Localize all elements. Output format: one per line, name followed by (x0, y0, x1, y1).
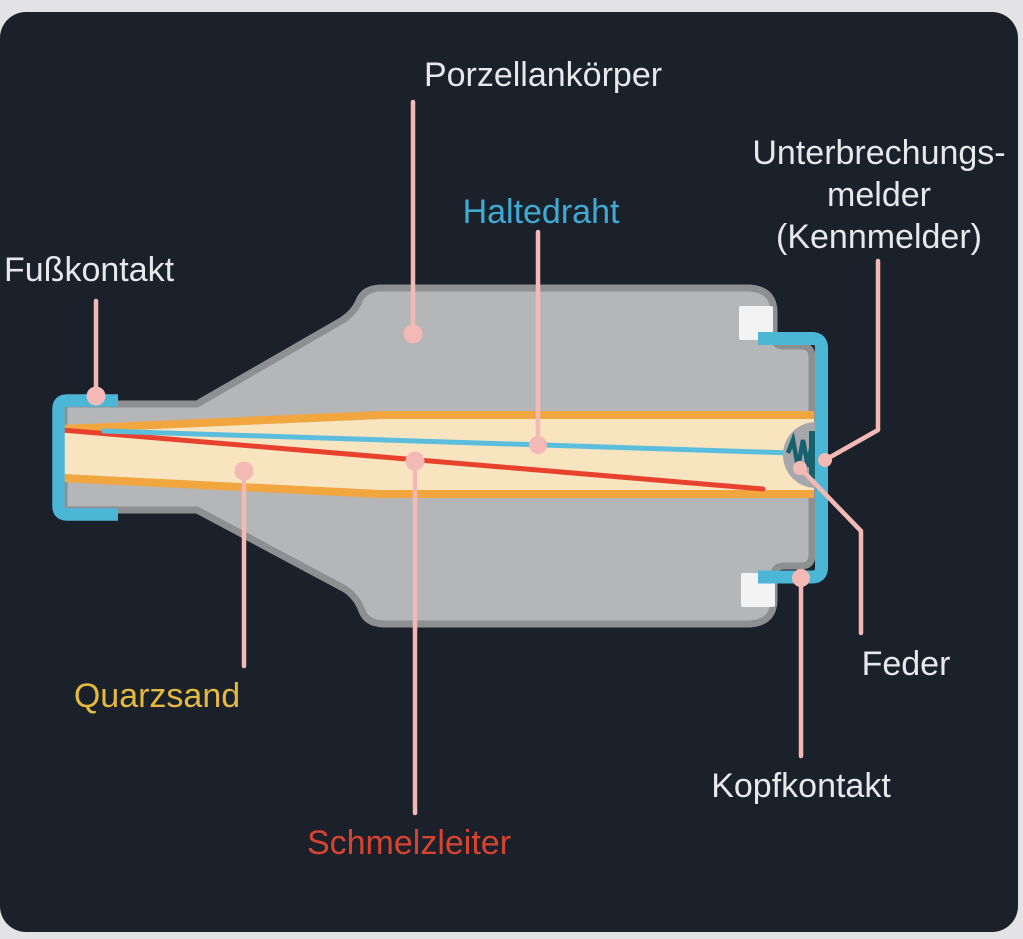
dot-unterbrechungsmelder (818, 453, 832, 467)
dot-porzellankoerper (403, 324, 423, 344)
head-notch-top (739, 306, 773, 340)
leader-feder (797, 465, 864, 636)
label-porzellankoerper: Porzellankörper (423, 56, 663, 94)
dot-quarzsand (234, 461, 254, 481)
leader-lines (93, 99, 881, 816)
label-unterbrechungsmelder-line1: Unterbrechungs- (752, 134, 1006, 172)
holding-wire (101, 428, 795, 456)
dot-schmelzleiter (405, 451, 425, 471)
label-kopfkontakt: Kopfkontakt (711, 767, 891, 805)
label-unterbrechungsmelder: Unterbrechungs- melder (Kennmelder) (752, 132, 1005, 258)
dot-haltedraht (529, 436, 547, 454)
dot-feder (793, 461, 807, 475)
sand-border-bottom (61, 474, 814, 498)
label-quarzsand: Quarzsand (73, 677, 241, 715)
leader-unterbrechungsmelder (822, 258, 881, 463)
label-feder: Feder (861, 645, 951, 683)
label-schmelzleiter: Schmelzleiter (306, 824, 512, 862)
foot-contact-cap (52, 394, 118, 521)
sand-border-top (61, 411, 814, 433)
label-unterbrechungsmelder-line2: melder (827, 176, 931, 214)
label-haltedraht: Haltedraht (462, 193, 620, 231)
leader-dots (86, 324, 832, 587)
label-unterbrechungsmelder-line3: (Kennmelder) (776, 218, 982, 256)
dot-kopfkontakt (792, 569, 810, 587)
dot-fusskontakt (86, 386, 106, 406)
spring-anchor-plate (809, 431, 816, 479)
label-fusskontakt: Fußkontakt (4, 251, 175, 289)
spring-zigzag (785, 431, 814, 468)
